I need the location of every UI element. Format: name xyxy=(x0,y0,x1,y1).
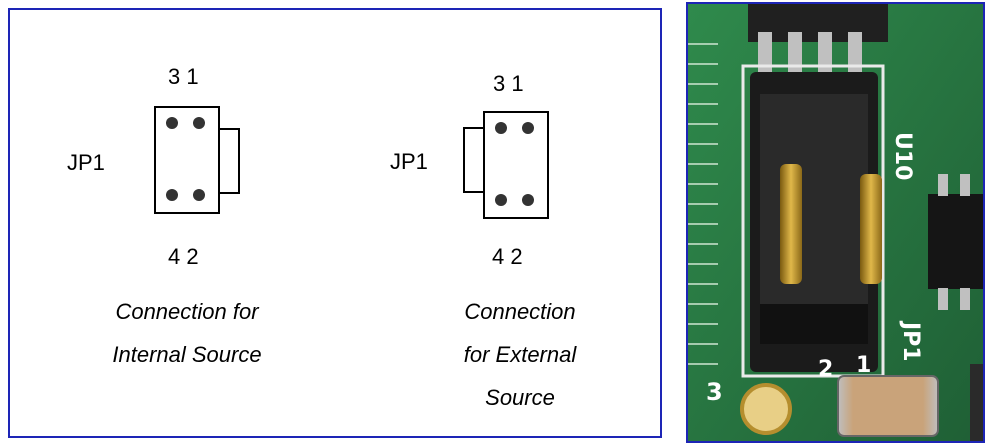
right-bottom-pin-labels: 4 2 xyxy=(492,244,523,269)
u10-silkscreen: U10 xyxy=(890,132,915,180)
right-pin-1 xyxy=(522,122,534,134)
right-caption-line-2: for External xyxy=(463,342,577,367)
right-pin-2 xyxy=(522,194,534,206)
right-pin-4 xyxy=(495,194,507,206)
round-pad xyxy=(740,383,792,435)
left-caption-line-2: Internal Source xyxy=(112,342,262,367)
u10-chip xyxy=(928,194,983,289)
jp1-silkscreen-outline xyxy=(741,64,885,378)
left-pin-3 xyxy=(166,117,178,129)
pin-2-silkscreen: 2 xyxy=(818,357,833,382)
smd-capacitor xyxy=(837,375,939,437)
right-top-pin-labels: 3 1 xyxy=(493,71,524,96)
right-caption-line-1: Connection xyxy=(464,299,576,324)
pin-1-silkscreen: 1 xyxy=(856,353,871,378)
left-pin-4 xyxy=(166,189,178,201)
left-caption: Connection for Internal Source xyxy=(82,290,292,376)
jumper-shunt xyxy=(750,72,882,372)
pcb-photo-drawing: U10 JP1 3 2 1 xyxy=(688,4,983,441)
right-component xyxy=(970,364,983,441)
edge-traces xyxy=(688,43,718,365)
left-pin-1 xyxy=(193,117,205,129)
right-caption-line-3: Source xyxy=(485,385,555,410)
jp1-silkscreen: JP1 xyxy=(898,320,923,362)
left-pin-2 xyxy=(193,189,205,201)
left-top-pin-labels: 3 1 xyxy=(168,64,199,89)
jumper-diagram-panel: 3 1 JP1 4 2 Connection for Internal Sour… xyxy=(8,8,662,438)
left-bottom-pin-labels: 4 2 xyxy=(168,244,199,269)
left-caption-line-1: Connection for xyxy=(115,299,259,324)
right-pin-3 xyxy=(495,122,507,134)
left-shunt xyxy=(219,128,240,194)
pcb-photo: U10 JP1 3 2 1 xyxy=(686,2,985,443)
pin-3-silkscreen: 3 xyxy=(706,378,723,406)
left-jumper-label: JP1 xyxy=(67,150,105,175)
right-caption: Connection for External Source xyxy=(420,290,620,419)
right-jumper-label: JP1 xyxy=(390,149,428,174)
right-shunt xyxy=(463,127,484,193)
right-jumper-symbol xyxy=(463,111,549,219)
left-jumper-symbol xyxy=(154,106,240,214)
